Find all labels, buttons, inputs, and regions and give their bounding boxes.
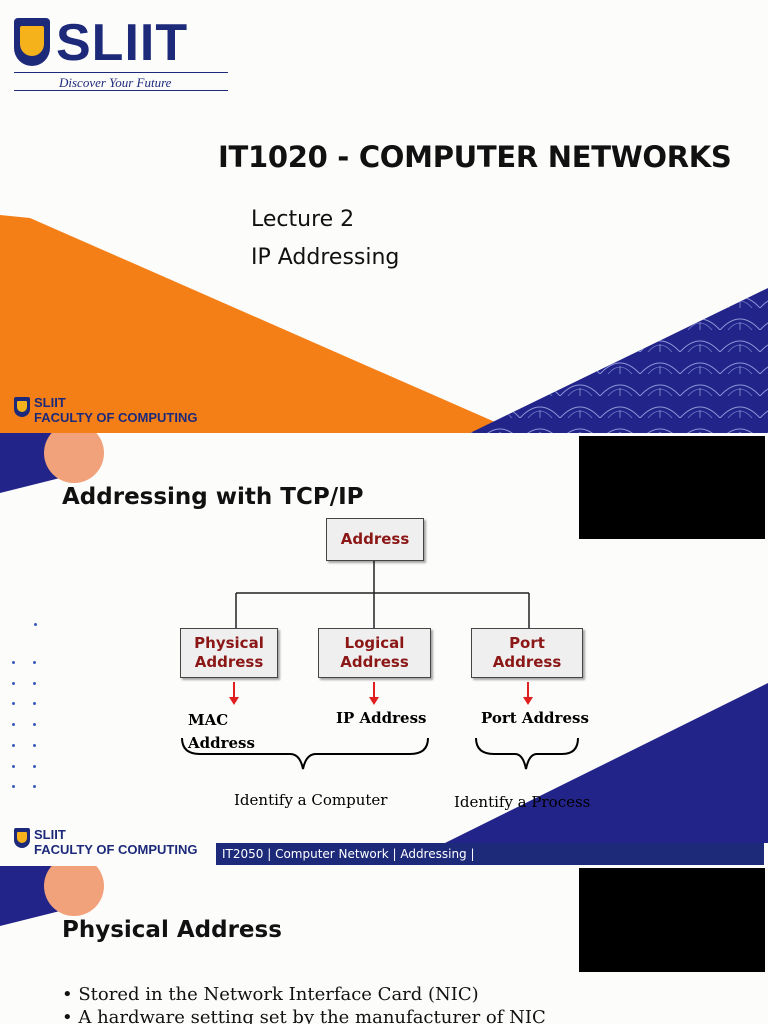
slide-title: Addressing with TCP/IP (62, 484, 364, 510)
node-label-line1: Logical (344, 634, 405, 652)
brace-computer (181, 737, 429, 770)
node-label-line2: Address (340, 653, 409, 671)
identify-process-caption: Identify a Process (454, 793, 591, 811)
mac-address-label: MAC Address (188, 709, 255, 755)
lecture-number: Lecture 2 (251, 207, 355, 232)
address-root-node: Address (326, 518, 424, 561)
node-label-line2: Address (194, 653, 264, 671)
down-arrow-icon (229, 682, 533, 705)
faculty-logo-line2: FACULTY OF COMPUTING (34, 410, 198, 425)
physical-address-slide: Physical Address • Stored in the Network… (0, 866, 768, 1024)
node-label-line1: Port (509, 634, 545, 652)
sliit-crest-icon (14, 18, 50, 66)
logical-address-node: Logical Address (318, 628, 431, 678)
port-address-node: Port Address (471, 628, 583, 678)
course-footer-bar: IT2050 | Computer Network | Addressing | (216, 843, 764, 865)
addressing-slide: Addressing with TCP/IP Address Physical … (0, 433, 768, 866)
course-title: IT1020 - COMPUTER NETWORKS (218, 140, 732, 174)
faculty-logo: SLIIT FACULTY OF COMPUTING (34, 827, 197, 857)
mac-line2: Address (188, 734, 255, 752)
faculty-logo: SLIIT FACULTY OF COMPUTING (34, 395, 197, 425)
video-placeholder (579, 868, 765, 972)
logo-rule (14, 72, 228, 73)
faculty-crest-icon (14, 397, 30, 417)
faculty-crest-icon (14, 828, 30, 848)
title-slide: SLIIT Discover Your Future IT1020 - COMP… (0, 0, 768, 433)
ip-address-label: IP Address (336, 709, 427, 727)
slide1-background-shapes (0, 215, 768, 433)
node-label-line2: Address (492, 653, 562, 671)
bullet-item: • A hardware setting set by the manufact… (62, 1007, 546, 1024)
logo-tagline: Discover Your Future (59, 75, 172, 90)
address-root-label: Address (340, 530, 410, 548)
bullet-item: • Stored in the Network Interface Card (… (62, 984, 479, 1005)
faculty-logo-line1: SLIIT (34, 827, 66, 842)
physical-address-node: Physical Address (180, 628, 278, 678)
lecture-topic: IP Addressing (251, 245, 400, 270)
tree-connectors (181, 559, 579, 770)
faculty-logo-line2: FACULTY OF COMPUTING (34, 842, 198, 857)
slide2-background-shapes (0, 433, 768, 843)
mac-line1: MAC (188, 711, 229, 729)
faculty-logo-line1: SLIIT (34, 395, 66, 410)
slide-title: Physical Address (62, 917, 282, 943)
brace-process (475, 737, 579, 770)
node-label-line1: Physical (194, 634, 264, 652)
video-placeholder (579, 436, 765, 539)
bullet-text: A hardware setting set by the manufactur… (78, 1007, 546, 1024)
slide3-background-shapes (0, 866, 104, 926)
port-address-label: Port Address (481, 709, 589, 727)
logo-rule-bottom (14, 90, 228, 91)
identify-computer-caption: Identify a Computer (234, 791, 388, 809)
bullet-text: Stored in the Network Interface Card (NI… (78, 984, 479, 1005)
logo-wordmark: SLIIT (56, 14, 189, 72)
